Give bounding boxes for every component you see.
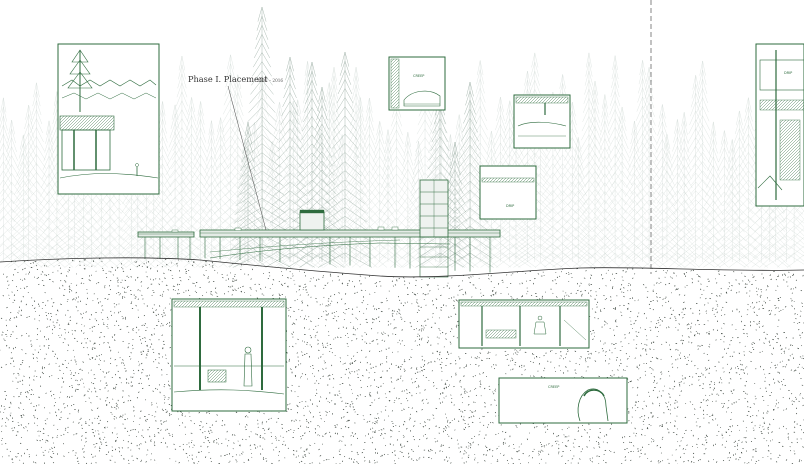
conifer-icon <box>390 132 426 268</box>
conifer-icon <box>299 86 345 268</box>
conifer-icon <box>7 104 50 268</box>
panel-courtyard <box>458 299 590 349</box>
soil-stipple <box>0 257 804 464</box>
conifer-icon <box>668 112 700 268</box>
conifer-icon <box>155 104 195 268</box>
ground-line <box>0 257 804 278</box>
conifer-icon <box>312 82 347 268</box>
conifer-icon <box>265 56 315 268</box>
person-icon <box>537 315 543 321</box>
conifer-icon <box>719 110 760 268</box>
phase-annotation: Phase I. Placement 2007 – 2016 <box>188 74 283 231</box>
conifer-icon <box>643 104 682 268</box>
conifer-icon <box>698 121 729 268</box>
panel-watcher <box>171 298 287 412</box>
conifer-icon <box>4 134 43 268</box>
conifer-icon <box>318 67 350 268</box>
conifer-icon <box>0 97 20 268</box>
conifer-icon <box>703 130 746 268</box>
panel-field <box>513 94 571 149</box>
conifer-icon <box>624 60 661 268</box>
person-icon <box>244 346 252 354</box>
panel-caption-waterfall: DRIP <box>506 204 514 208</box>
panel-waterfall: DRIP <box>479 165 537 220</box>
panel-caption-cliff: CREEP <box>413 74 424 78</box>
panel-creek: DRIP <box>755 43 804 207</box>
conifer-icon <box>658 119 697 268</box>
annotation-title: Phase I. Placement <box>188 74 268 84</box>
panel-caption-creek: DRIP <box>784 71 792 75</box>
conifer-icon <box>0 119 31 268</box>
conifer-icon <box>728 97 769 268</box>
conifer-icon <box>578 81 612 268</box>
conifer-icon <box>163 55 201 268</box>
building-section <box>137 179 501 278</box>
annotation-dates: 2007 – 2016 <box>257 78 283 83</box>
person-icon <box>135 163 139 167</box>
conifer-icon <box>715 139 750 268</box>
conifer-icon <box>32 120 66 268</box>
conifer-icon <box>17 82 56 268</box>
conifer-icon <box>446 81 494 268</box>
conifer-icon <box>318 51 372 268</box>
conifer-icon <box>323 134 361 268</box>
conifer-icon <box>234 122 275 268</box>
conifer-icon <box>684 60 721 268</box>
conifer-icon <box>589 94 621 268</box>
panel-head: CREEP <box>498 377 628 424</box>
panel-cliff: CREEP <box>388 56 446 111</box>
conifer-icon <box>572 52 606 268</box>
panel-caption-head: CREEP <box>548 385 559 389</box>
conifer-icon <box>648 134 686 268</box>
conifer-icon <box>676 75 715 268</box>
panel-tower <box>57 43 160 195</box>
